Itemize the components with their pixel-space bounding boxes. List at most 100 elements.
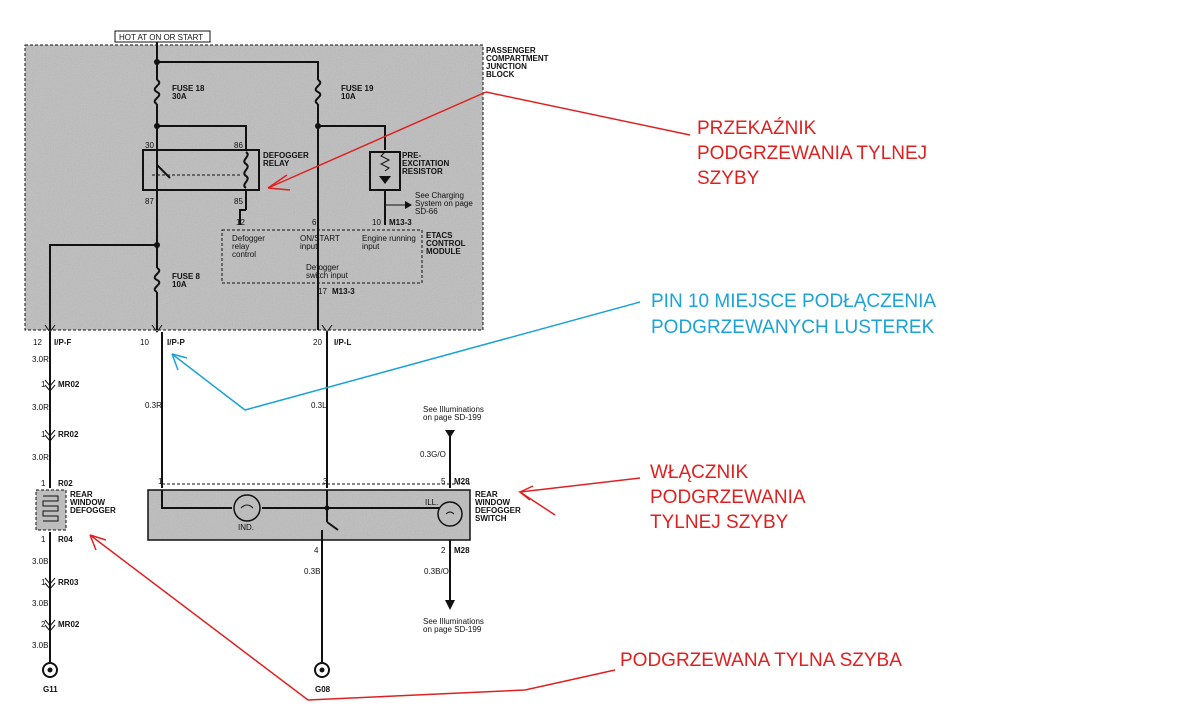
left-wire [44,332,56,662]
connector-pin: 1 [41,380,46,389]
wire-spec: 3.0R [32,453,49,462]
pin-annotation: PIN 10 MIEJSCE PODŁĄCZENIA [651,291,936,312]
etacs-input: Engine running [362,234,416,243]
connector-pin: 1 [41,479,46,488]
etacs-label: CONTROL [426,239,466,248]
connector-label: MR02 [58,380,80,389]
glass-annotation-arrow [89,534,616,701]
connector-pin: 10 [140,338,149,347]
fuse-8 [49,242,163,330]
defogger-label: WINDOW [70,498,106,507]
etacs-pin-10: 10 [372,218,381,227]
fuse-19-label: FUSE 19 [341,84,374,93]
wire-spec: 3.0B [32,557,48,566]
wire-spec: 0.3R [145,401,162,410]
relay-annotation-arrow [267,91,691,191]
connector-label: R04 [58,535,73,544]
wire-spec: 3.0R [32,403,49,412]
switch-pin: 2 [441,546,446,555]
switch-label: WINDOW [475,498,511,507]
rear-window-defogger-switch [147,483,471,541]
switch-annotation: TYLNEJ SZYBY [650,512,789,533]
ground-g11-icon [42,662,58,678]
charging-ref: See Charging [415,191,464,200]
pin-annotation: PODGRZEWANYCH LUSTEREK [651,317,935,338]
relay-pin-85: 85 [234,197,243,206]
etacs-input: switch input [306,271,349,280]
relay-pin-86: 86 [234,141,243,150]
junction-block-label: BLOCK [486,70,515,79]
charging-ref: System on page [415,199,473,208]
relay-pin-87: 87 [145,197,154,206]
junction-block [24,44,484,331]
wire-spec: 0.3G/O [420,450,446,459]
pin-annotation-arrow [171,301,641,411]
fuse-19-rating: 10A [341,92,356,101]
switch-wires [161,332,455,662]
relay-annotation: PODGRZEWANIA TYLNEJ [697,143,927,164]
connector-pin: 2 [41,620,46,629]
wire-spec: 3.0R [32,355,49,364]
relay-pin-30: 30 [145,141,154,150]
defogger-label: REAR [70,490,93,499]
etacs-input: ON/START [300,234,340,243]
switch-annotation: WŁĄCZNIK [650,462,749,483]
connector-label: I/P-P [167,338,185,347]
wire-spec: 3.0B [32,641,48,650]
indicator-label: IND. [238,523,254,532]
fuse-18-rating: 30A [172,92,187,101]
switch-annotation: PODGRZEWANIA [650,487,806,508]
etacs-pin-12: 12 [236,218,245,227]
relay-annotation: PRZEKAŹNIK [697,118,817,139]
illumination-ref: See Illuminations [423,617,484,626]
etacs-label: ETACS [426,231,453,240]
rear-window-defogger [35,489,67,531]
etacs-input: input [362,242,380,251]
switch-pin: 4 [314,546,319,555]
glass-annotation: PODGRZEWANA TYLNA SZYBA [620,650,902,671]
etacs-input: relay [232,242,249,251]
junction-block-label: COMPARTMENT [486,54,549,63]
fuse-8-rating: 10A [172,280,187,289]
etacs-input: Defogger [306,263,339,272]
relay-label: DEFOGGER [263,151,309,160]
switch-pin: 1 [158,477,163,486]
etacs-input: Defogger [232,234,265,243]
switch-pin: 3 [323,477,328,486]
connector-pin: 1 [41,430,46,439]
connector-pin: 1 [41,578,46,587]
ground-g08-icon [314,662,330,678]
illumination-ref: See Illuminations [423,405,484,414]
fuse-8-label: FUSE 8 [172,272,201,281]
switch-label: SWITCH [475,514,507,523]
connector-pin: 20 [313,338,322,347]
resistor-label: PRE- [402,151,421,160]
fuse-19 [312,79,324,105]
illumination-ref: on page SD-199 [423,413,482,422]
connector-pin: 12 [33,338,42,347]
connector-label: R02 [58,479,73,488]
switch-connector: M28 [454,546,470,555]
illumination-ref: on page SD-199 [423,625,482,634]
connector-label: RR03 [58,578,79,587]
junction-block-label: PASSENGER [486,46,536,55]
resistor-label: RESISTOR [402,167,443,176]
junction-block-label: JUNCTION [486,62,527,71]
illumination-label: ILL. [425,498,438,507]
connector-label: I/P-F [54,338,71,347]
connector-label: I/P-L [334,338,351,347]
wire-spec: 0.3B/O [424,567,449,576]
etacs-input: control [232,250,256,259]
ground-label: G08 [315,685,331,694]
relay-annotation: SZYBY [697,168,760,189]
connector-label: MR02 [58,620,80,629]
wire-spec: 0.3B [304,567,320,576]
switch-pin: 5 [441,477,446,486]
defogger-label: DEFOGGER [70,506,116,515]
etacs-pin-17: 17 [318,287,327,296]
switch-annotation-arrow [517,477,641,516]
switch-label: REAR [475,490,498,499]
connector-pin: 1 [41,535,46,544]
etacs-input: input [300,242,318,251]
